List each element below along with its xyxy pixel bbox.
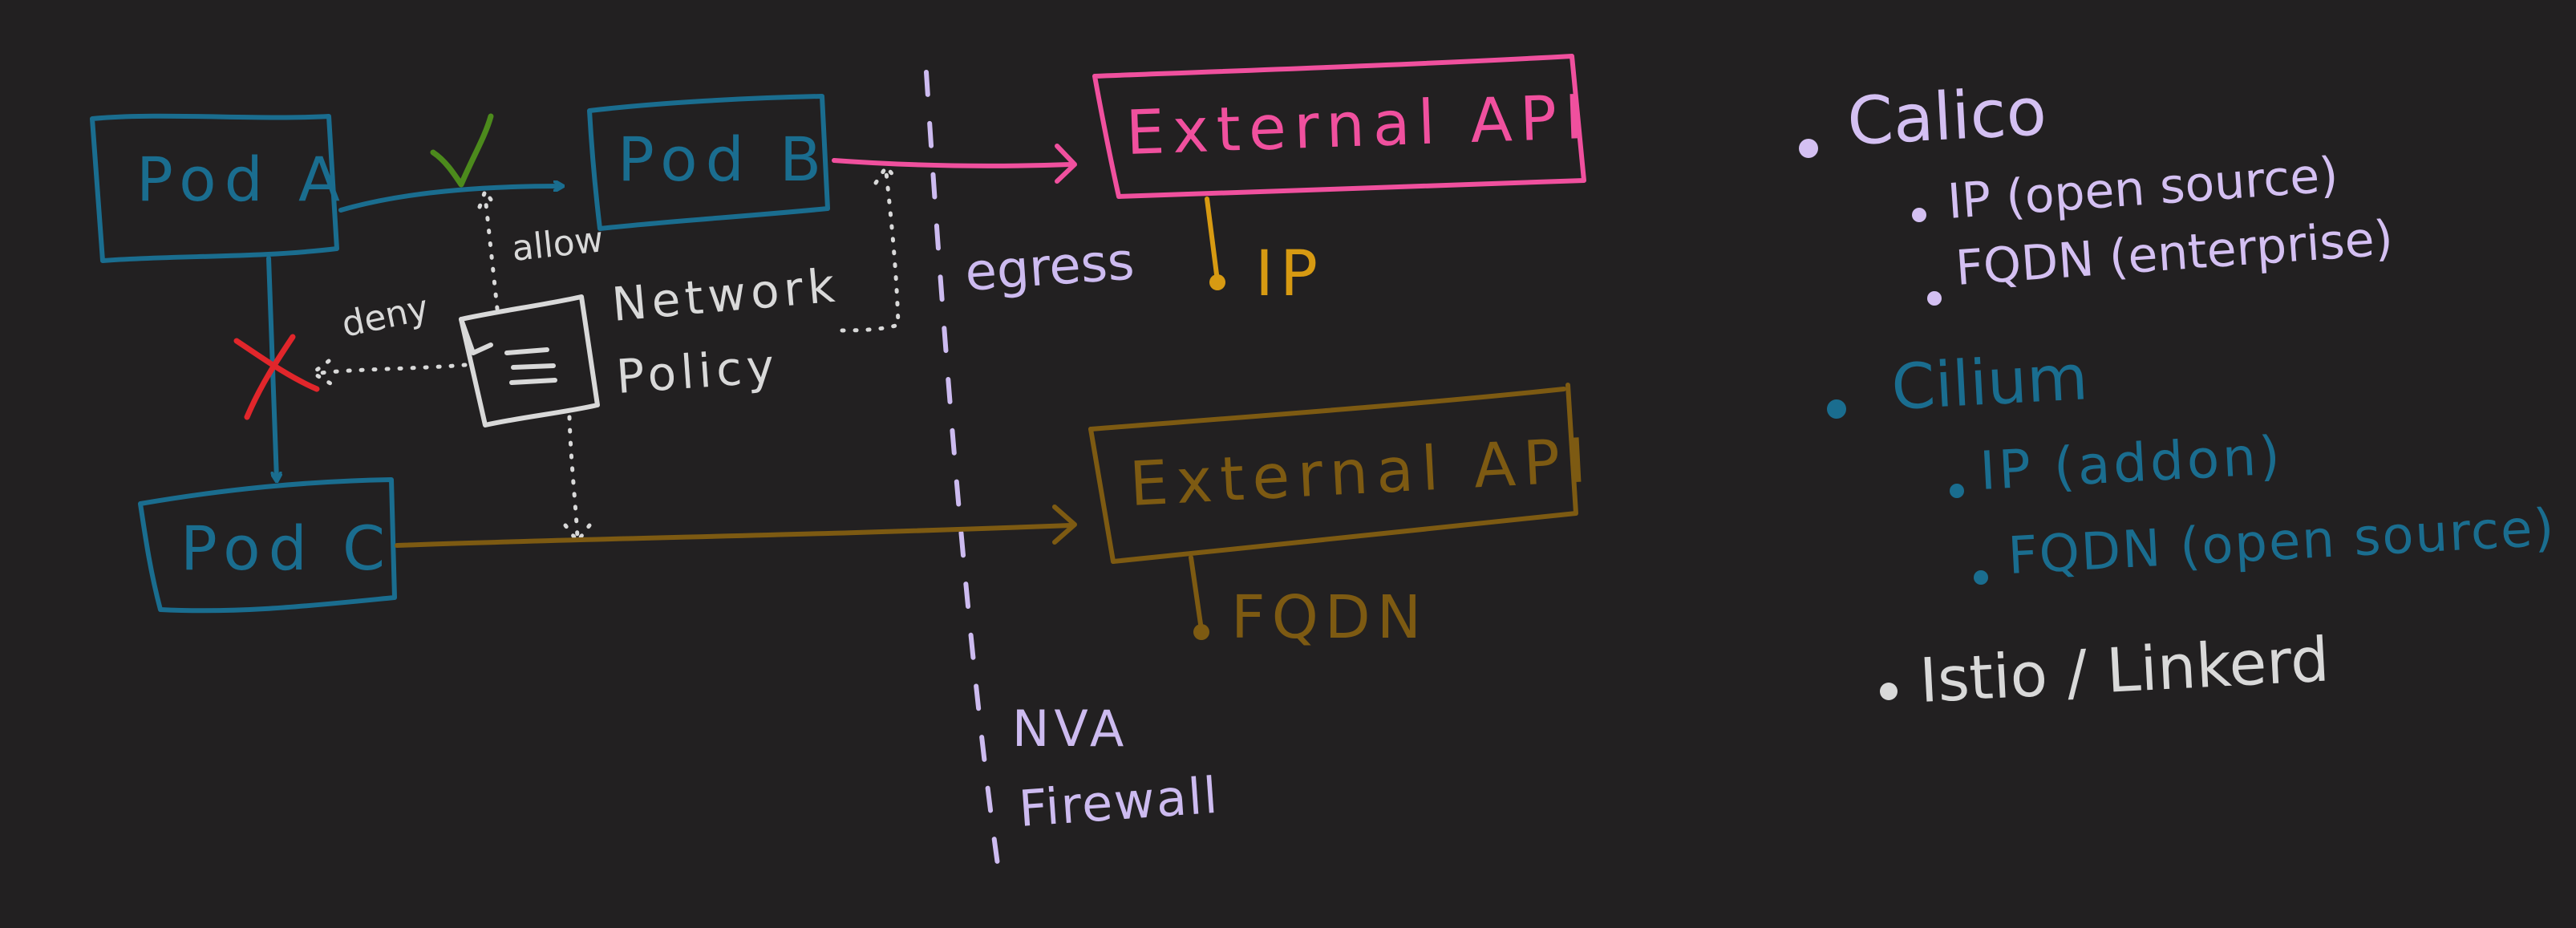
pod-b-box — [587, 94, 830, 231]
pod-c-box — [138, 477, 397, 614]
firewall-label: Firewall — [1017, 766, 1221, 838]
fqdn-pin-dot — [1193, 624, 1209, 640]
external-api-fqdn-label: External API — [1128, 424, 1596, 520]
pod-a-box — [90, 113, 339, 263]
external-api-ip-arrowhead — [1055, 144, 1077, 184]
pod-a-to-pod-b-arrow — [338, 186, 561, 213]
network-policy-document-icon — [459, 294, 600, 428]
cilium-title: Cilium — [1889, 342, 2089, 424]
allow-label: allow — [510, 219, 606, 269]
external-api-fqdn-box — [1088, 383, 1578, 564]
external-api-ip-box — [1092, 54, 1586, 199]
pod-c-label: Pod C — [180, 513, 393, 584]
fqdn-label: FQDN — [1231, 583, 1428, 652]
cilium-bullet — [1827, 399, 1846, 419]
egress-boundary-line — [924, 70, 1001, 873]
calico-title: Calico — [1845, 74, 2048, 160]
fqdn-pin-line — [1189, 555, 1204, 632]
external-api-ip-label: External API — [1125, 81, 1592, 168]
nva-label: NVA — [1012, 699, 1128, 758]
calico-item-2-bullet — [1927, 291, 1942, 306]
istio-bullet — [1880, 683, 1898, 700]
ip-label: IP — [1255, 238, 1324, 310]
pod-a-label: Pod A — [136, 144, 348, 215]
cilium-item-1-bullet — [1950, 484, 1964, 498]
egress-label: egress — [963, 232, 1136, 303]
deny-label: deny — [338, 287, 432, 346]
allow-check-icon — [430, 113, 494, 188]
istio-title: Istio / Linkerd — [1918, 623, 2331, 716]
calico-bullet — [1799, 139, 1818, 158]
network-policy-label-line2: Policy — [614, 338, 780, 404]
pod-b-to-external-api-ip-arrow — [832, 158, 1073, 168]
pod-c-to-external-api-fqdn-arrow — [395, 523, 1073, 548]
cilium-item-1: IP (addon) — [1979, 424, 2285, 502]
external-api-fqdn-arrowhead — [1052, 505, 1077, 545]
pod-b-label: Pod B — [618, 124, 829, 195]
network-policy-label-line1: Network — [610, 257, 841, 332]
policy-dotted-connectors — [309, 163, 901, 545]
cilium-item-2-bullet — [1974, 570, 1988, 585]
deny-x-icon — [233, 334, 320, 420]
calico-item-1-bullet — [1912, 208, 1926, 222]
ip-pin-line — [1205, 197, 1220, 283]
ip-pin-dot — [1209, 274, 1225, 290]
cilium-item-2: FQDN (open source) — [2007, 498, 2557, 586]
